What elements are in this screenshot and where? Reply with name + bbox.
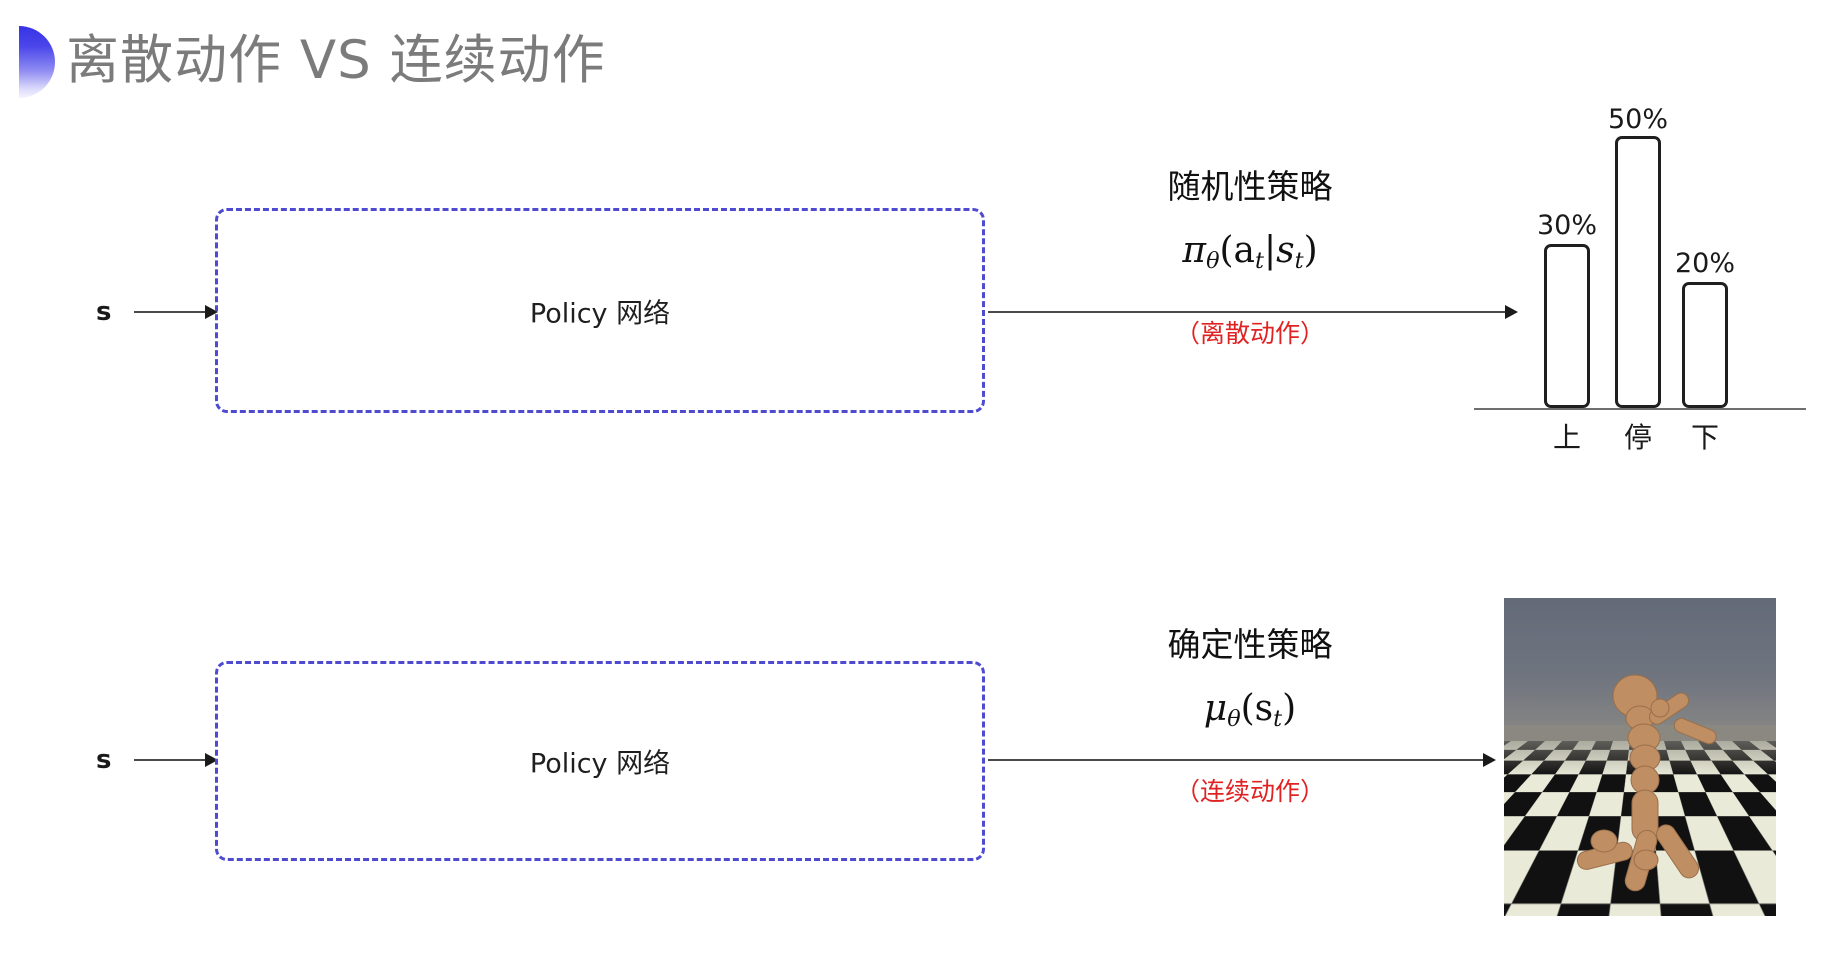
policy-network-label-top: Policy 网络 xyxy=(529,298,671,329)
arrow-state-to-policy-bottom xyxy=(134,759,216,761)
deterministic-policy-formula: μθ(st) xyxy=(1203,688,1297,733)
bar-category-1: 停 xyxy=(1623,421,1652,454)
bar-value-2: 20% xyxy=(1674,248,1735,279)
deterministic-policy-title: 确定性策略 xyxy=(1167,625,1333,664)
action-probability-bar-chart: 30% 50% 20% 上 停 下 xyxy=(1470,104,1810,454)
state-input-label-top: s xyxy=(96,297,112,327)
humanoid-simulation-image xyxy=(1504,598,1776,916)
arrow-state-to-policy-top xyxy=(134,311,216,313)
bar-0 xyxy=(1544,244,1590,408)
arrow-policy-to-output-top xyxy=(988,311,1516,313)
arrow-policy-to-output-bottom xyxy=(988,759,1494,761)
policy-network-box-bottom[interactable]: Policy 网络 xyxy=(215,661,985,861)
stochastic-policy-formula: πθ(at|st) xyxy=(1182,230,1318,275)
policy-network-label-bottom: Policy 网络 xyxy=(529,748,671,780)
humanoid-figure-icon xyxy=(1576,674,1717,892)
continuous-action-tag: （连续动作） xyxy=(1174,777,1325,807)
bar-category-2: 下 xyxy=(1690,421,1719,454)
bar-value-0: 30% xyxy=(1536,210,1597,241)
stochastic-policy-title: 随机性策略 xyxy=(1167,167,1333,206)
stochastic-policy-annotation: 随机性策略 πθ(at|st) （离散动作） xyxy=(1055,160,1445,350)
bar-1 xyxy=(1615,136,1661,408)
policy-network-box-top[interactable]: Policy 网络 xyxy=(215,208,985,413)
discrete-action-tag: （离散动作） xyxy=(1174,319,1325,349)
deterministic-policy-annotation: 确定性策略 μθ(st) （连续动作） xyxy=(1055,618,1445,808)
bar-value-1: 50% xyxy=(1607,104,1668,135)
page-title: 离散动作 VS 连续动作 xyxy=(66,30,606,91)
title-accent-shape xyxy=(19,26,55,98)
bar-2 xyxy=(1682,282,1728,408)
bar-category-0: 上 xyxy=(1552,421,1581,454)
chart-axis-line xyxy=(1474,408,1806,410)
state-input-label-bottom: s xyxy=(96,745,112,775)
